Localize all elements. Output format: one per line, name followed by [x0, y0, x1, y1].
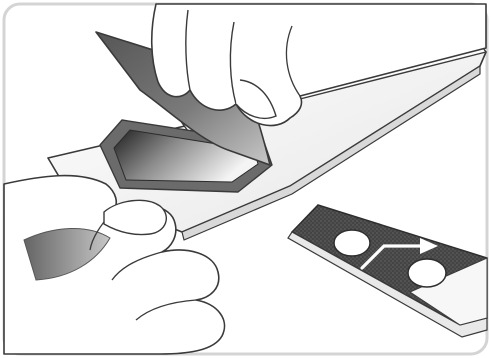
strip-hole-left	[334, 230, 370, 256]
strip-hole-right	[408, 259, 446, 287]
